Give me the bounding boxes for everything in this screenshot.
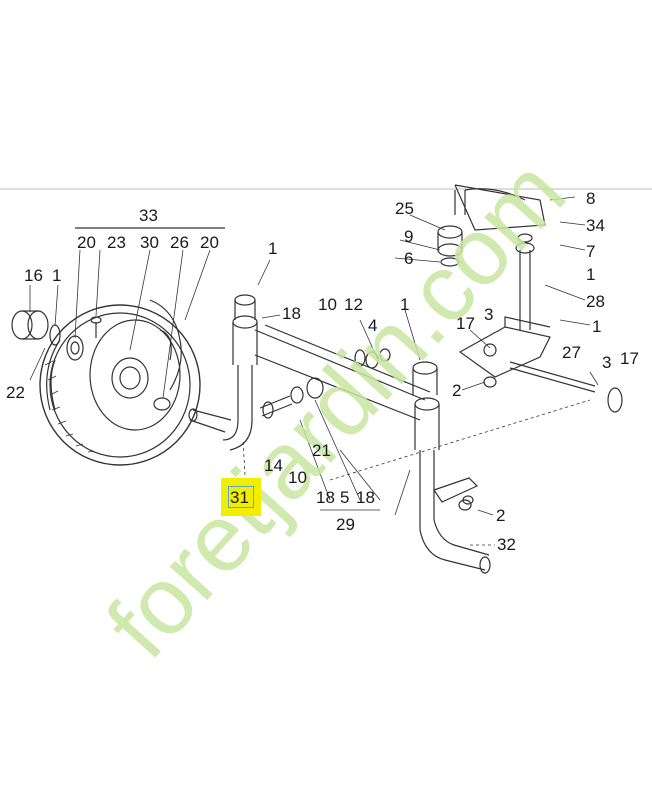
label-2b[interactable]: 2	[496, 506, 506, 525]
label-16[interactable]: 16	[24, 266, 43, 285]
label-30[interactable]: 30	[140, 233, 159, 252]
label-34[interactable]: 34	[586, 216, 605, 235]
label-22[interactable]: 22	[6, 383, 25, 402]
label-25[interactable]: 25	[395, 199, 414, 218]
label-21[interactable]: 21	[312, 441, 331, 460]
label-32[interactable]: 32	[497, 535, 516, 554]
label-29[interactable]: 29	[336, 515, 355, 534]
label-2[interactable]: 2	[452, 381, 462, 400]
label-31[interactable]: 31	[230, 488, 249, 507]
label-18[interactable]: 18	[282, 304, 301, 323]
label-20[interactable]: 20	[77, 233, 96, 252]
label-17[interactable]: 17	[456, 314, 475, 333]
label-1d[interactable]: 1	[586, 265, 596, 284]
label-8[interactable]: 8	[586, 189, 596, 208]
label-26[interactable]: 26	[170, 233, 189, 252]
label-14[interactable]: 14	[264, 456, 283, 475]
label-1b[interactable]: 1	[268, 239, 278, 258]
label-6[interactable]: 6	[404, 249, 414, 268]
label-1e[interactable]: 1	[592, 317, 602, 336]
label-28[interactable]: 28	[586, 292, 605, 311]
label-23[interactable]: 23	[107, 233, 126, 252]
label-12[interactable]: 12	[344, 295, 363, 314]
label-27[interactable]: 27	[562, 343, 581, 362]
label-4[interactable]: 4	[368, 316, 378, 335]
label-1[interactable]: 1	[52, 266, 62, 285]
label-1c[interactable]: 1	[400, 295, 410, 314]
highlight-outline	[228, 486, 254, 508]
label-18c[interactable]: 18	[356, 488, 375, 507]
label-10[interactable]: 10	[318, 295, 337, 314]
label-18b[interactable]: 18	[316, 488, 335, 507]
highlight-box	[221, 478, 261, 516]
label-5[interactable]: 5	[340, 488, 350, 507]
label-20b[interactable]: 20	[200, 233, 219, 252]
label-9[interactable]: 9	[404, 227, 414, 246]
label-10b[interactable]: 10	[288, 468, 307, 487]
label-17b[interactable]: 17	[620, 349, 639, 368]
label-33[interactable]: 33	[139, 206, 158, 225]
label-3[interactable]: 3	[484, 305, 494, 324]
label-3b[interactable]: 3	[602, 353, 612, 372]
label-7[interactable]: 7	[586, 242, 596, 261]
